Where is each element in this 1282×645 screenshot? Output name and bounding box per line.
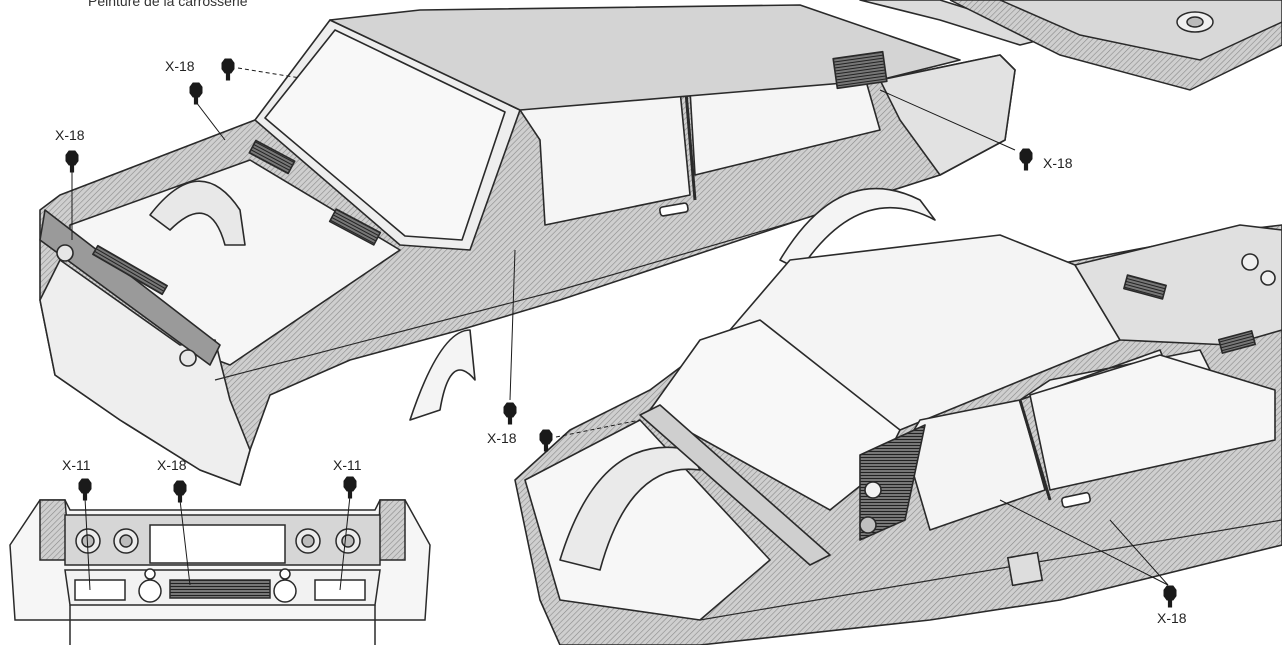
screw-marker-icon <box>1019 148 1033 171</box>
screw-marker-icon <box>173 480 187 503</box>
callout-label: X-18 <box>487 430 517 446</box>
screw-marker-icon <box>65 150 79 173</box>
callout-label: X-18 <box>1157 610 1187 626</box>
screw-marker-icon <box>78 478 92 501</box>
screw-markers <box>65 58 1177 608</box>
screw-marker-icon <box>503 402 517 425</box>
callout-label: X-18 <box>55 127 85 143</box>
header-text: Peinture de la carrosserie <box>88 0 248 9</box>
callout-label: X-18 <box>165 58 195 74</box>
screw-marker-icon <box>189 82 203 105</box>
callout-labels: X-18 X-18 X-18 X-18 X-18 X-11 X-18 X-11 <box>55 58 1187 626</box>
second-car-body <box>514 224 1282 645</box>
screw-marker-icon <box>221 58 235 81</box>
callout-label: X-18 <box>1043 155 1073 171</box>
screw-marker-icon <box>1163 585 1177 608</box>
callout-label: X-11 <box>333 457 362 473</box>
screw-marker-icon <box>343 476 357 499</box>
callout-label: X-11 <box>62 457 91 473</box>
callout-label: X-18 <box>157 457 187 473</box>
roof-panel-part <box>949 0 1282 91</box>
rear-panel-part <box>9 499 431 645</box>
